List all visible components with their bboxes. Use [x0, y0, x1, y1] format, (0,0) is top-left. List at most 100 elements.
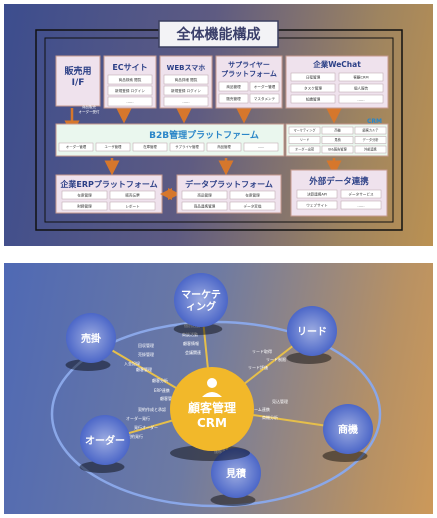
spoke-label-sales: 回収管理: [138, 342, 154, 348]
crm-item: 外部連携: [354, 145, 387, 154]
system-architecture-panel: 全体機能構成 販売用 I/F 商品販売 オーダー受付 ECサイト 商品検索 閲覧…: [4, 4, 433, 246]
crm-item: 見積: [321, 136, 354, 144]
spoke-label-marketing: 顧客情報: [183, 340, 199, 346]
svg-text:在庫管理: 在庫管理: [245, 192, 260, 197]
data-item: 商品管理: [181, 190, 228, 200]
spoke-label-center: 顧客管理: [160, 395, 176, 401]
spoke-label-sales: 入金記録: [124, 360, 140, 366]
supplier-title-l1: サプライヤー: [228, 60, 270, 69]
svg-text:マーケティング: マーケティング: [293, 128, 316, 133]
hanbai-title-l1: 販売用: [64, 65, 91, 77]
node-order-label: オーダー: [85, 434, 125, 447]
svg-text:見積: 見積: [334, 137, 341, 142]
svg-text:知識管理: 知識管理: [306, 96, 321, 101]
crm-item: データ分析: [354, 136, 387, 144]
svg-text:レポート: レポート: [125, 203, 140, 208]
svg-text:客観CRM: 客観CRM: [353, 74, 368, 79]
node-marketing: マーケティング: [173, 273, 228, 335]
ec-item: ……: [107, 96, 153, 107]
svg-text:商品詳細 閲覧: 商品詳細 閲覧: [175, 77, 198, 82]
center-title-l2: CRM: [197, 416, 227, 430]
spoke-label-sales: 売掛管理: [138, 351, 154, 357]
wechat-item: 知識管理: [290, 94, 336, 104]
hanbai-box: 販売用 I/F: [55, 55, 101, 107]
data-platform-box: データプラットフォーム 商品管理在庫管理商品連携管理データ変換: [176, 174, 282, 214]
crm-item: 顧客カルテ: [354, 126, 387, 135]
spoke-label-deal: 見込管理: [272, 398, 288, 404]
crm-center: 顧客管理 CRM: [170, 367, 254, 461]
crm-item: BI&報告管理: [321, 145, 354, 154]
supplier-item: オーダー管理: [249, 81, 280, 92]
node-order: オーダー: [79, 415, 130, 473]
svg-text:外部連携: 外部連携: [364, 147, 377, 152]
spoke-label-center: ERP連携: [154, 387, 170, 393]
data-item: 商品連携管理: [181, 201, 228, 211]
user-icon: [202, 378, 222, 397]
svg-text:商品連携管理: 商品連携管理: [194, 203, 216, 208]
erp-item: 販売伝票: [109, 190, 156, 200]
node-lead-label: リード: [297, 326, 327, 338]
data-title: データプラットフォーム: [185, 179, 273, 189]
svg-text:個人報告: 個人報告: [354, 85, 369, 90]
hanbai-title-l2: I/F: [72, 78, 85, 88]
svg-text:販売伝票: 販売伝票: [125, 192, 140, 197]
crm-item: 商機: [321, 126, 354, 135]
crm-label: CRM: [367, 118, 382, 125]
svg-text:オーダー管理: オーダー管理: [66, 144, 87, 149]
hanbai-note-l2: オーダー受付: [79, 109, 100, 114]
svg-text:ウェブサイト: ウェブサイト: [306, 202, 328, 207]
svg-text:新規登録 ログイン: 新規登録 ログイン: [115, 88, 145, 93]
b2b-title: B2B管理プラットファーム: [149, 129, 259, 141]
node-sales-label: 売掛: [81, 332, 102, 345]
b2b-item: ……: [243, 142, 279, 152]
spoke-label-deal: チーム連携: [250, 406, 270, 412]
svg-text:販売管理: 販売管理: [226, 96, 241, 101]
erp-item: 在庫管理: [61, 190, 108, 200]
wechat-item: タスク管理: [290, 83, 336, 93]
spoke-label-marketing: 会議関連: [185, 349, 201, 355]
spoke-label-center: 顧客分析: [152, 377, 168, 383]
wechat-item: 客観CRM: [338, 72, 384, 82]
external-item: 決算連携API: [296, 189, 338, 199]
crm-item: オーダー出荷: [288, 145, 321, 154]
node-quote-label: 見積: [225, 467, 247, 480]
spoke-label-quote: 価格承認: [214, 448, 230, 454]
b2b-item: サプライヤ管理: [169, 142, 205, 152]
svg-text:……: ……: [126, 100, 134, 104]
svg-text:リード: リード: [300, 138, 310, 142]
external-item: データサービス: [340, 189, 382, 199]
svg-text:財務管理: 財務管理: [77, 203, 92, 208]
web-item: 新規登録 ログイン: [163, 85, 209, 96]
crm-diagram: 個別活動商談活動顧客情報会議関連リード取得リード制限リード評価見込管理チーム連携…: [50, 273, 382, 508]
wechat-item: ……: [338, 94, 384, 104]
b2b-platform-box: B2B管理プラットファーム オーダー管理ユーザ管理在庫管理サプライヤ管理商品管理…: [55, 123, 285, 157]
node-marketing-label: ィング: [186, 300, 216, 313]
svg-text:在庫管理: 在庫管理: [143, 144, 157, 149]
spoke-label-center: 顧客管理: [136, 366, 152, 372]
node-sales: 売掛: [65, 313, 116, 371]
center-title-l1: 顧客管理: [188, 400, 236, 415]
svg-text:タスク管理: タスク管理: [304, 85, 322, 90]
external-title: 外部データ連携: [308, 176, 369, 187]
svg-text:マスタメンテ: マスタメンテ: [254, 96, 276, 101]
web-item: 商品詳細 閲覧: [163, 74, 209, 85]
ec-title: ECサイト: [112, 63, 147, 72]
svg-text:顧客カルテ: 顧客カルテ: [363, 128, 379, 133]
erp-title: 企業ERPプラットフォーム: [59, 179, 157, 189]
svg-text:……: ……: [357, 97, 365, 101]
spoke-label-order: 契約作成と承認: [138, 406, 166, 412]
node-lead: リード: [286, 306, 337, 364]
external-item: ウェブサイト: [296, 200, 338, 210]
wechat-box: 企業WeChat 日程管理客観CRMタスク管理個人報告知識管理……: [285, 55, 389, 109]
svg-text:商品管理: 商品管理: [217, 144, 231, 149]
node-deal: 商機: [322, 404, 373, 462]
spoke-label-order: オーダー発行: [126, 415, 150, 421]
lower-arrows: [104, 158, 342, 176]
web-title: WEBスマホ: [167, 64, 206, 72]
data-item: 在庫管理: [229, 190, 276, 200]
crm-panel: 個別活動商談活動顧客情報会議関連リード取得リード制限リード評価見込管理チーム連携…: [4, 263, 433, 514]
